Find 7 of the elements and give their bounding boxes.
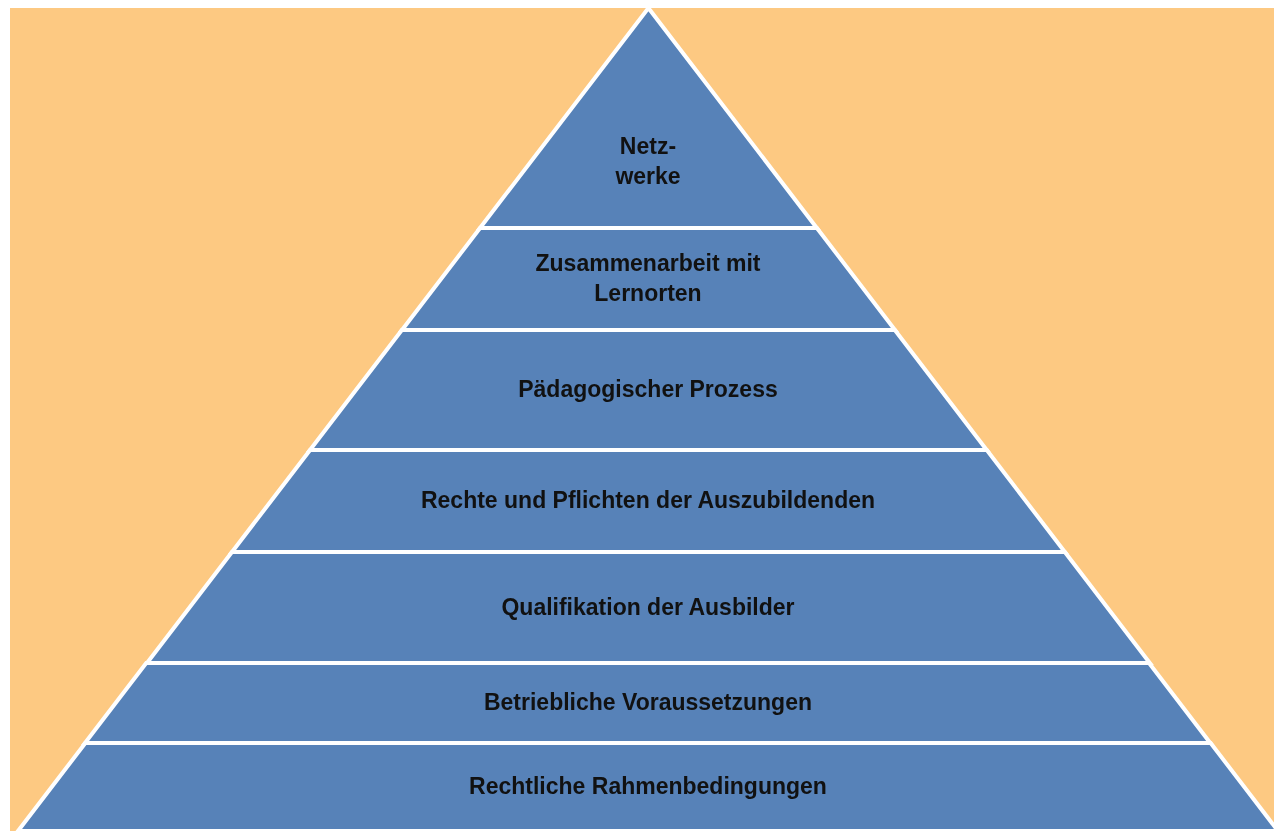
tier-label: Pädagogischer Prozess: [518, 375, 778, 405]
tier-label: Rechtliche Rahmenbedingungen: [469, 772, 827, 802]
tier-label: Rechte und Pflichten der Auszubildenden: [420, 486, 875, 516]
tier-label: Zusammenarbeit mit Lernorten: [534, 249, 762, 308]
tier-label: Qualifikation der Ausbilder: [501, 592, 795, 622]
tier-label: Betriebliche Voraussetzungen: [483, 688, 812, 718]
tier-label: Netz- werke: [614, 132, 682, 191]
